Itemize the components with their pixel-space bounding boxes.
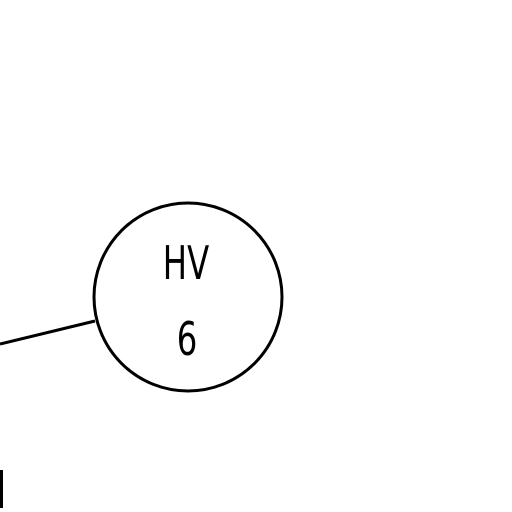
instrument-loop-number: 6 <box>177 313 198 367</box>
instrument-function-code: HV <box>163 237 210 291</box>
instrument-bubble-circle <box>92 201 284 393</box>
signal-line <box>0 319 96 346</box>
instrument-bubble: HV 6 <box>92 201 284 393</box>
